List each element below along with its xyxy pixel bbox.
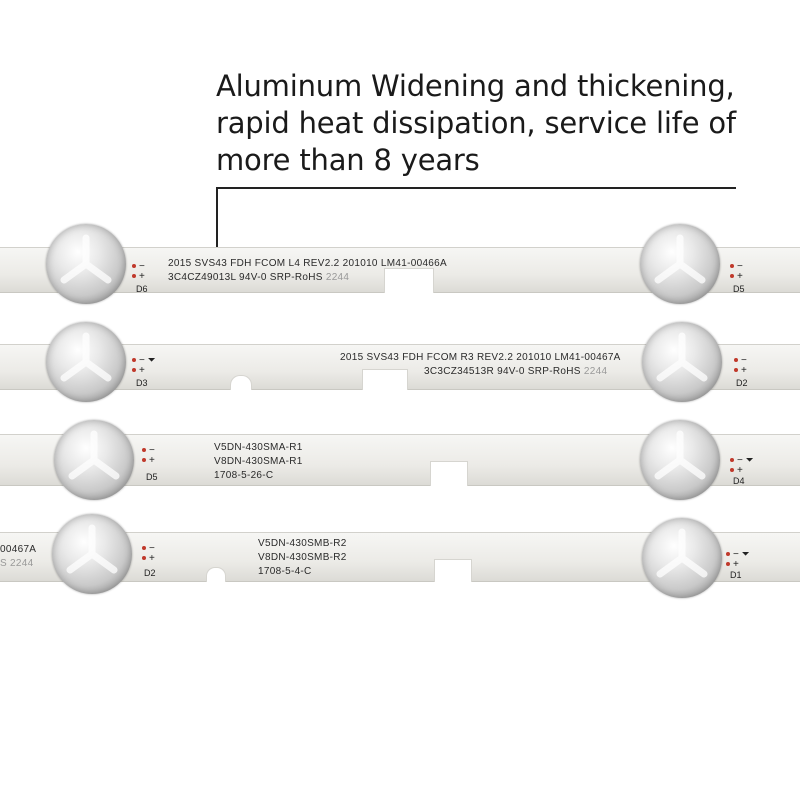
polarity-mark: −+: [730, 262, 743, 282]
silkscreen-text: 1708-5-26-C: [214, 470, 274, 481]
led-designator: D2: [144, 568, 156, 578]
callout-line-vertical: [216, 187, 218, 253]
batch-code: 2244: [583, 366, 608, 377]
silkscreen-text: S 2244: [0, 558, 34, 569]
headline-text: Aluminum Widening and thickening, rapid …: [216, 68, 786, 179]
strip-notch: [206, 567, 226, 582]
strip-notch: [230, 375, 252, 390]
silkscreen-text: 00467A: [0, 544, 37, 555]
polarity-mark: −+: [142, 446, 155, 466]
led-designator: D3: [136, 378, 148, 388]
silkscreen-text: 3C4CZ49013L 94V-0 SRP-RoHS 2244: [168, 272, 350, 283]
led-designator: D5: [733, 284, 745, 294]
led-lens: [642, 518, 722, 598]
polarity-mark: −+: [132, 262, 145, 282]
polarity-mark: − ⏷+: [132, 356, 156, 376]
strip-notch: [430, 461, 468, 486]
polarity-mark: − ⏷+: [730, 456, 754, 476]
led-lens: [46, 322, 126, 402]
led-lens: [54, 420, 134, 500]
polarity-mark: −+: [734, 356, 747, 376]
led-designator: D2: [736, 378, 748, 388]
callout-line-horizontal: [216, 187, 736, 189]
silkscreen-text: V5DN-430SMB-R2: [258, 538, 347, 549]
silkscreen-text: 1708-5-4-C: [258, 566, 312, 577]
silkscreen-text: V5DN-430SMA-R1: [214, 442, 303, 453]
polarity-mark: −+: [142, 544, 155, 564]
led-designator: D1: [730, 570, 742, 580]
batch-code: 2244: [325, 272, 350, 283]
led-designator: D5: [146, 472, 158, 482]
diode-icon: ⏷: [147, 355, 156, 366]
led-lens: [46, 224, 126, 304]
strip-notch: [362, 369, 408, 390]
silkscreen-text: 2015 SVS43 FDH FCOM L4 REV2.2 201010 LM4…: [168, 258, 447, 269]
headline-line-1: Aluminum Widening and thickening,: [216, 69, 735, 103]
strip-notch: [384, 268, 434, 293]
headline-line-2: rapid heat dissipation, service life of: [216, 106, 736, 140]
headline-line-3: more than 8 years: [216, 143, 480, 177]
led-lens: [52, 514, 132, 594]
led-designator: D6: [136, 284, 148, 294]
diode-icon: ⏷: [741, 549, 750, 560]
silkscreen-text: 3C3CZ34513R 94V-0 SRP-RoHS 2244: [424, 366, 608, 377]
silkscreen-text: V8DN-430SMA-R1: [214, 456, 303, 467]
led-lens: [640, 420, 720, 500]
led-lens: [640, 224, 720, 304]
led-designator: D4: [733, 476, 745, 486]
led-lens: [642, 322, 722, 402]
polarity-mark: − ⏷+: [726, 550, 750, 570]
strip-notch: [434, 559, 472, 582]
silkscreen-text: V8DN-430SMB-R2: [258, 552, 347, 563]
silkscreen-text: 2015 SVS43 FDH FCOM R3 REV2.2 201010 LM4…: [340, 352, 621, 363]
diode-icon: ⏷: [745, 455, 754, 466]
